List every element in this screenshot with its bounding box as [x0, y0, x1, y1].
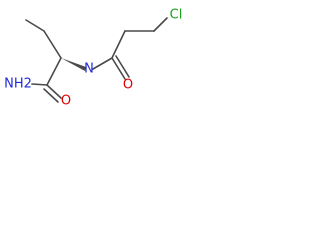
chemical-structure-diagram: NH2 N O O Cl [4, 8, 183, 109]
bond-right-carbonyl-double-1 [111, 57, 126, 80]
chlorine-label: Cl [170, 8, 183, 23]
bond-chiral-to-carbonyl [46, 57, 62, 86]
stereo-wedge-bond [61, 58, 86, 71]
right-oxygen-label: O [123, 78, 133, 93]
bond-left-carbonyl-double-1 [46, 84, 62, 99]
amine-label: NH2 [4, 77, 32, 92]
bond-amide-n-to-carbonyl [92, 57, 113, 70]
amide-nitrogen-label: N [84, 62, 94, 77]
bond-chain-3 [153, 17, 168, 32]
bond-carbonyl-to-amine [31, 83, 48, 86]
bond-right-carbonyl-double-2 [115, 55, 130, 78]
bond-ethyl-to-chiral [43, 30, 62, 59]
bond-left-carbonyl-double-2 [43, 88, 59, 103]
left-oxygen-label: O [61, 94, 71, 109]
bond-ethyl-terminal [25, 19, 45, 32]
bond-chain-1 [111, 30, 126, 59]
